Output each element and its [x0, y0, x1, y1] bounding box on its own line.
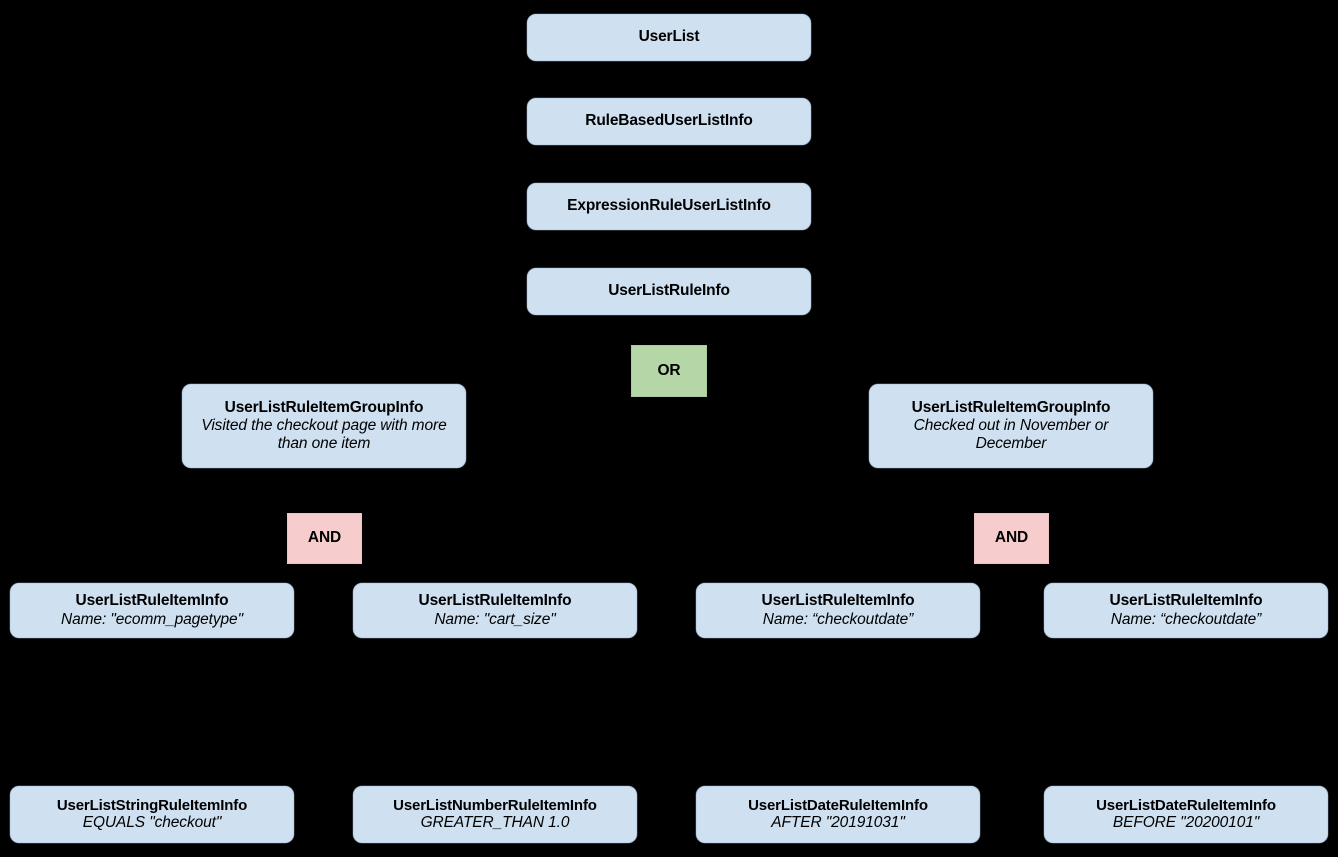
node-typed-rule-item-3-subtitle: AFTER "20191031" [771, 814, 905, 832]
edge-and-left-to-item-1 [151, 537, 296, 584]
operator-and-left[interactable]: AND [287, 513, 362, 564]
operator-or-label: OR [657, 361, 681, 379]
edge-and-right-to-item-3 [837, 537, 975, 584]
node-typed-rule-item-4-title: UserListDateRuleItemInfo [1096, 796, 1276, 814]
node-rule-item-4-title: UserListRuleItemInfo [1109, 592, 1263, 610]
operator-or[interactable]: OR [631, 345, 707, 397]
node-rule-item-2[interactable]: UserListRuleItemInfo Name: "cart_size" [353, 583, 637, 638]
node-typed-rule-item-4[interactable]: UserListDateRuleItemInfo BEFORE "2020010… [1044, 786, 1328, 843]
node-rule-item-4[interactable]: UserListRuleItemInfo Name: “checkoutdate… [1044, 583, 1328, 638]
node-rule-item-1-title: UserListRuleItemInfo [75, 592, 229, 610]
operator-and-left-label: AND [307, 529, 342, 547]
node-userlistruleinfo-title: UserListRuleInfo [608, 282, 730, 300]
node-rulebaseduserlistinfo-title: RuleBasedUserListInfo [585, 112, 753, 130]
node-rule-item-group-left-subtitle: Visited the checkout page with more than… [201, 416, 447, 453]
operator-and-right[interactable]: AND [974, 513, 1049, 564]
node-expressionruleuserlistinfo[interactable]: ExpressionRuleUserListInfo [527, 183, 811, 230]
node-typed-rule-item-2-title: UserListNumberRuleItemInfo [393, 796, 597, 814]
node-rule-item-3-title: UserListRuleItemInfo [761, 592, 915, 610]
node-expressionruleuserlistinfo-title: ExpressionRuleUserListInfo [567, 197, 771, 215]
node-rulebaseduserlistinfo[interactable]: RuleBasedUserListInfo [527, 98, 811, 145]
node-rule-item-4-subtitle: Name: “checkoutdate” [1110, 610, 1262, 628]
node-typed-rule-item-1[interactable]: UserListStringRuleItemInfo EQUALS "check… [10, 786, 294, 843]
edge-and-left-to-item-2 [362, 537, 496, 584]
node-rule-item-1-subtitle: Name: "ecomm_pagetype" [61, 610, 243, 628]
operator-and-right-label: AND [994, 529, 1029, 547]
node-rule-item-group-right-subtitle: Checked out in November or December [913, 416, 1109, 453]
node-typed-rule-item-1-title: UserListStringRuleItemInfo [56, 796, 248, 814]
edge-and-right-to-item-4 [1048, 537, 1187, 584]
node-rule-item-group-left[interactable]: UserListRuleItemGroupInfo Visited the ch… [182, 384, 466, 468]
node-typed-rule-item-3[interactable]: UserListDateRuleItemInfo AFTER "20191031… [696, 786, 980, 843]
node-typed-rule-item-4-subtitle: BEFORE "20200101" [1112, 814, 1260, 832]
node-rule-item-3[interactable]: UserListRuleItemInfo Name: “checkoutdate… [696, 583, 980, 638]
node-typed-rule-item-1-subtitle: EQUALS "checkout" [82, 814, 222, 832]
node-userlist-title: UserList [638, 28, 700, 46]
node-rule-item-2-title: UserListRuleItemInfo [418, 592, 572, 610]
node-rule-item-2-subtitle: Name: "cart_size" [434, 610, 556, 628]
node-userlistruleinfo[interactable]: UserListRuleInfo [527, 268, 811, 315]
node-userlist[interactable]: UserList [527, 14, 811, 61]
node-rule-item-1[interactable]: UserListRuleItemInfo Name: "ecomm_pagety… [10, 583, 294, 638]
node-rule-item-group-right[interactable]: UserListRuleItemGroupInfo Checked out in… [869, 384, 1153, 468]
node-rule-item-group-left-title: UserListRuleItemGroupInfo [224, 398, 424, 416]
node-typed-rule-item-2[interactable]: UserListNumberRuleItemInfo GREATER_THAN … [353, 786, 637, 843]
node-typed-rule-item-2-subtitle: GREATER_THAN 1.0 [420, 814, 570, 832]
node-rule-item-group-right-title: UserListRuleItemGroupInfo [911, 398, 1111, 416]
node-typed-rule-item-3-title: UserListDateRuleItemInfo [748, 796, 928, 814]
node-rule-item-3-subtitle: Name: “checkoutdate” [762, 610, 914, 628]
